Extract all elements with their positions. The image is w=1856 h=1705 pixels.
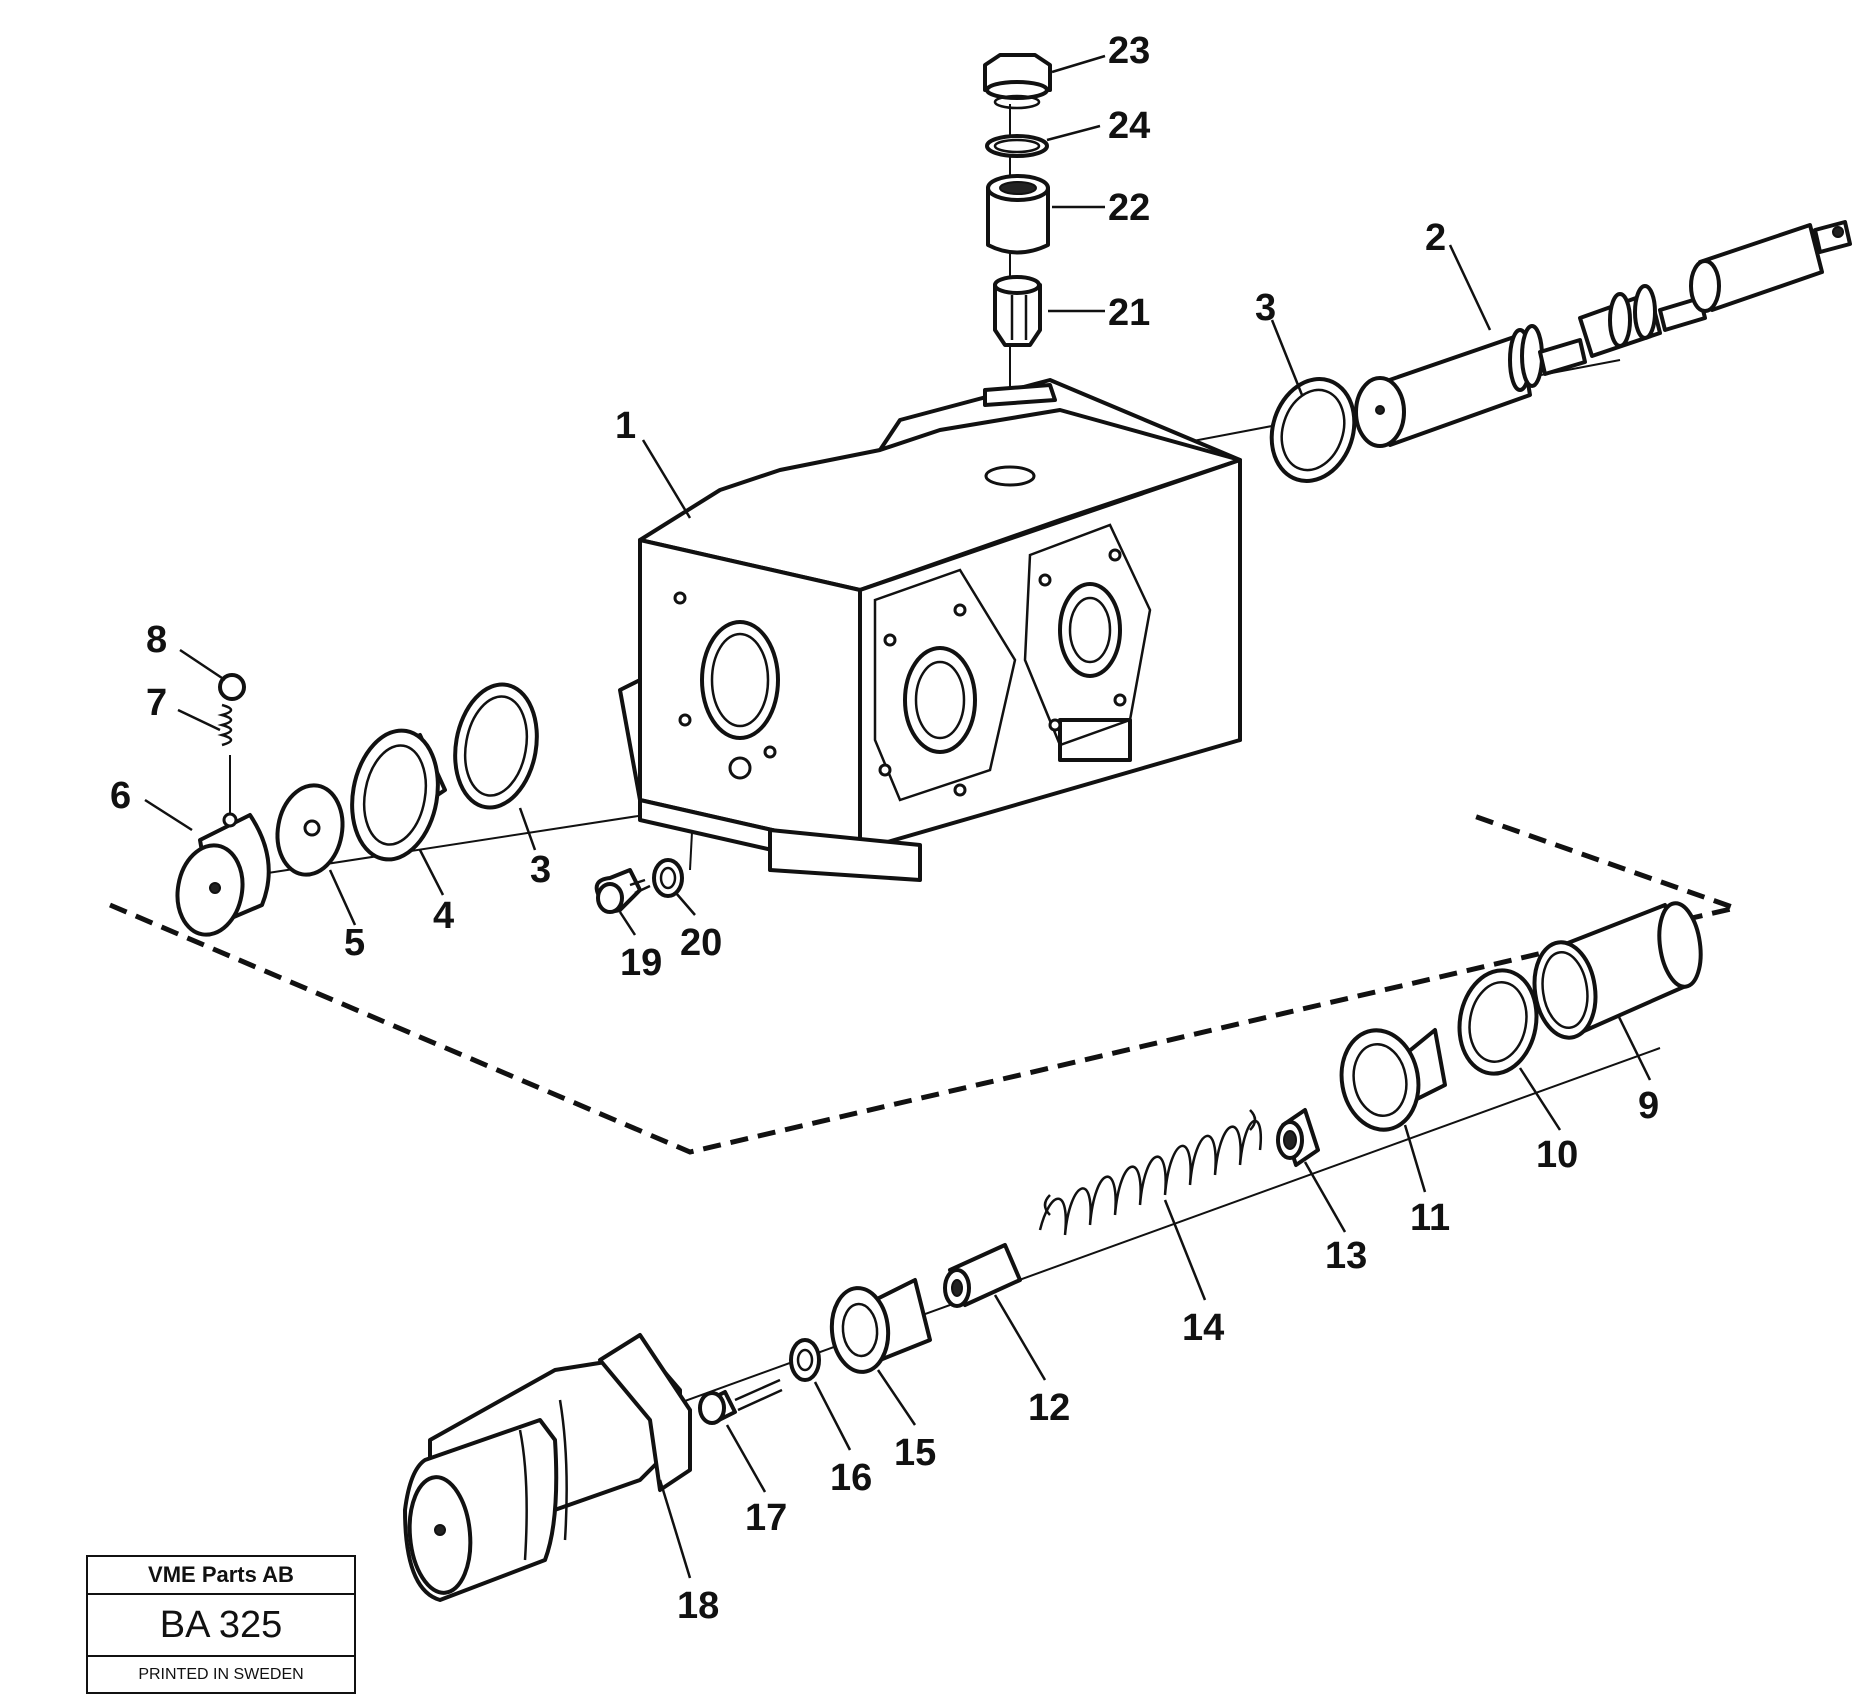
callout-10: 10 bbox=[1536, 1134, 1578, 1176]
callout-15: 15 bbox=[894, 1432, 936, 1474]
callout-24: 24 bbox=[1108, 105, 1150, 147]
title-block-printed-note: PRINTED IN SWEDEN bbox=[138, 1665, 304, 1683]
callout-19: 19 bbox=[620, 942, 662, 984]
callout-8: 8 bbox=[146, 619, 167, 661]
left-end-parts bbox=[175, 673, 539, 937]
callout-12: 12 bbox=[1028, 1387, 1070, 1429]
callout-17: 17 bbox=[745, 1497, 787, 1539]
valve-housing bbox=[618, 378, 1242, 882]
pressure-plug-stack bbox=[983, 53, 1052, 347]
callout-13: 13 bbox=[1325, 1235, 1367, 1277]
title-block: VME Parts AB BA 325 PRINTED IN SWEDEN bbox=[86, 1555, 356, 1694]
callout-3-right: 3 bbox=[1255, 287, 1276, 329]
callout-23: 23 bbox=[1108, 30, 1150, 72]
callout-21: 21 bbox=[1108, 292, 1150, 334]
callout-5: 5 bbox=[344, 922, 365, 964]
callout-20: 20 bbox=[680, 922, 722, 964]
callout-3-left: 3 bbox=[530, 849, 551, 891]
part-callouts: 1 2 3 3 4 5 6 7 8 9 10 11 12 13 14 15 16… bbox=[110, 30, 1659, 1627]
callout-11: 11 bbox=[1410, 1197, 1450, 1239]
callout-2: 2 bbox=[1425, 217, 1446, 259]
callout-1: 1 bbox=[615, 405, 636, 447]
callout-4: 4 bbox=[433, 895, 454, 937]
callout-14: 14 bbox=[1182, 1307, 1224, 1349]
lower-pilot-assembly bbox=[403, 901, 1703, 1602]
callout-18: 18 bbox=[677, 1585, 719, 1627]
seal-ring-right bbox=[1269, 377, 1357, 483]
title-block-company: VME Parts AB bbox=[88, 1557, 354, 1595]
callout-6: 6 bbox=[110, 775, 131, 817]
callout-22: 22 bbox=[1108, 187, 1150, 229]
plug-and-washer bbox=[594, 858, 684, 914]
dashed-assembly-boundary bbox=[109, 813, 1744, 1155]
title-block-drawing-code: BA 325 bbox=[88, 1595, 354, 1657]
spool-assembly bbox=[1354, 220, 1852, 448]
callout-9: 9 bbox=[1638, 1085, 1659, 1127]
leader-lines bbox=[144, 54, 1652, 1579]
callout-7: 7 bbox=[146, 682, 167, 724]
callout-16: 16 bbox=[830, 1457, 872, 1499]
